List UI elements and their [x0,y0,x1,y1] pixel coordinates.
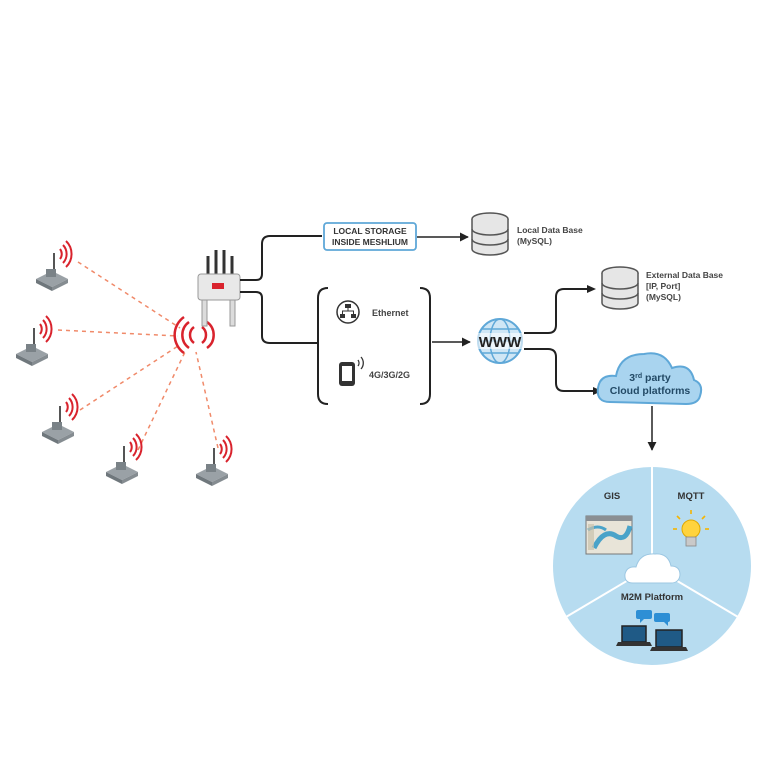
signal-icon [173,315,215,355]
cloud-label-line2: Cloud platforms [610,385,691,397]
sensor-node-icon [105,433,143,485]
external-db-line3: (MySQL) [646,292,681,302]
external-db-title: External Data Base [646,270,723,280]
ethernet-label: Ethernet [372,308,409,318]
cloud-label-line1: 3rd party [629,372,671,384]
sensor-node-icon [195,435,233,487]
cloud-icon [624,553,681,584]
globe-icon [474,318,526,364]
sensor-node-icon [15,315,53,367]
sensor-node-icon [35,240,73,292]
map-icon [585,515,633,555]
arrow-to-external-db [587,285,596,293]
www-label: WWW [479,334,522,351]
gateway-router-icon [197,250,241,327]
local-storage-line2: INSIDE MESHLIUM [332,237,408,247]
cloud-icon [596,352,703,406]
local-storage-line1: LOCAL STORAGE [333,226,407,236]
ethernet-icon [336,300,360,324]
laptop-icon [616,625,652,646]
database-icon [601,266,639,310]
local-storage-box [323,222,417,251]
cellular-label: 4G/3G/2G [369,370,410,380]
router-connectors [240,235,322,344]
gis-label: GIS [604,491,620,502]
laptop-icon [650,629,688,651]
external-db-line2: [IP, Port] [646,281,680,291]
connection-bracket [317,287,431,405]
sensor-links [57,261,219,451]
m2m-label: M2M Platform [621,592,683,603]
globe-connectors [524,288,594,392]
chat-bubble-icon [636,610,670,626]
database-icon [471,212,509,256]
local-db-title: Local Data Base [517,225,583,235]
lightbulb-icon [673,510,709,547]
local-db-sub: (MySQL) [517,236,552,246]
phone-icon [339,356,364,386]
platforms-circle [553,467,751,665]
sensor-node-icon [41,393,79,445]
mqtt-label: MQTT [678,491,705,502]
